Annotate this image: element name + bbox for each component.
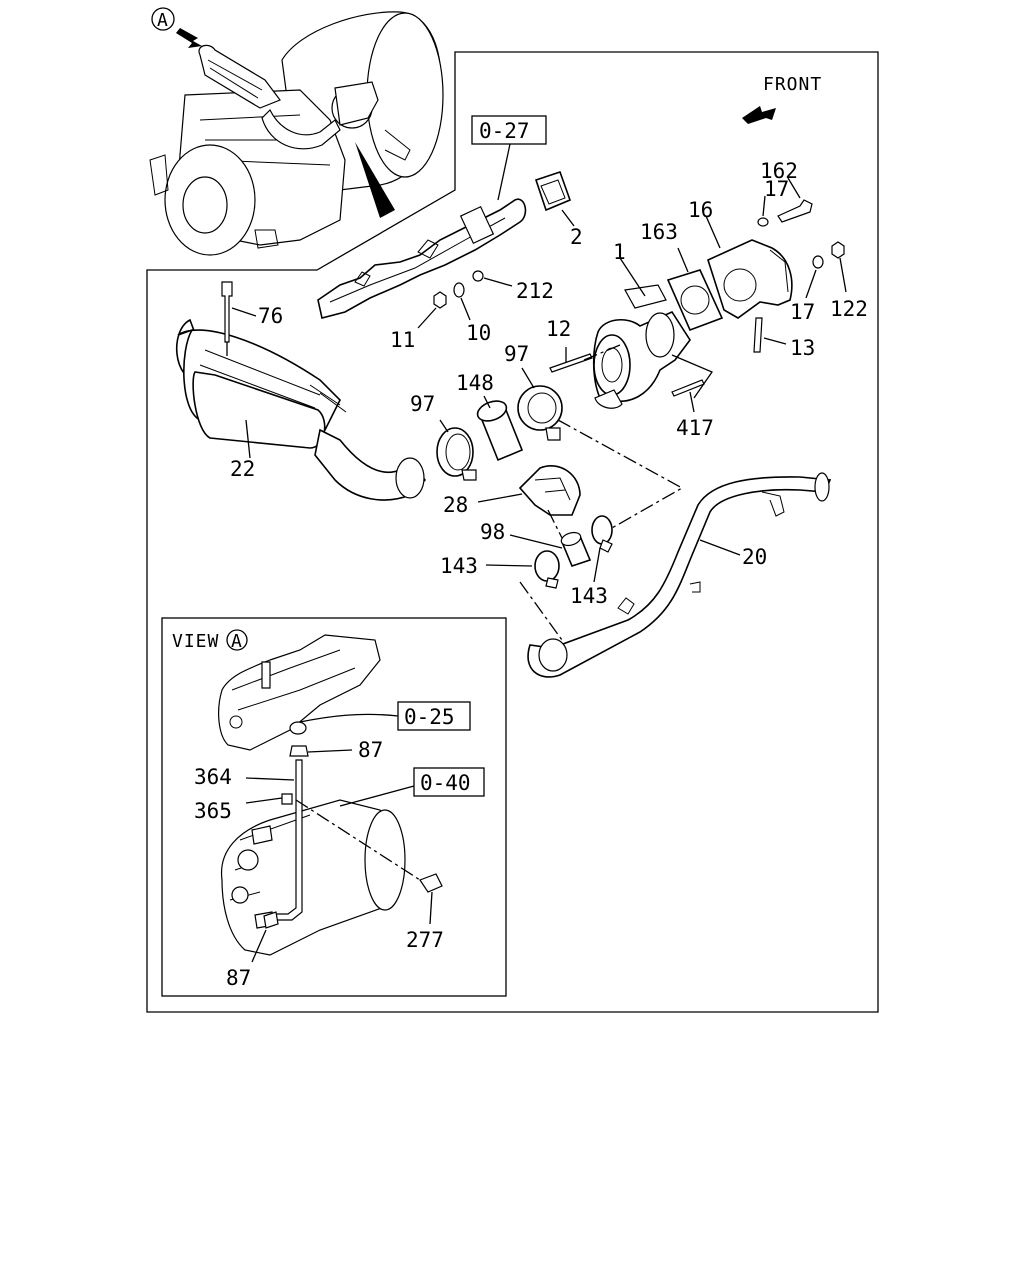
ref-box-0-27-label: 0-27 xyxy=(479,119,530,143)
gasket-2 xyxy=(534,170,572,212)
washer-17-upper xyxy=(757,217,769,227)
turbocharger-1 xyxy=(592,284,691,409)
muffler-22 xyxy=(175,318,427,501)
part-16: 16 xyxy=(688,198,713,222)
ref-box-0-25-label: 0-25 xyxy=(404,705,455,729)
ref-box-0-40-label: 0-40 xyxy=(420,771,471,795)
sleeve-148 xyxy=(476,400,524,462)
nut-11 xyxy=(433,291,447,309)
bolt-76 xyxy=(221,281,233,343)
heat-shield-28 xyxy=(518,465,581,516)
stud-417 xyxy=(671,379,705,397)
banjo-87-lower xyxy=(263,911,279,929)
engine-overview: A xyxy=(149,7,444,256)
ref-box-0-40 xyxy=(413,767,485,797)
gasket-163 xyxy=(666,269,724,332)
part-148: 148 xyxy=(456,371,494,395)
part-12: 12 xyxy=(546,317,571,341)
clip-365 xyxy=(281,793,293,805)
part-162: 162 xyxy=(760,159,798,183)
part-22: 22 xyxy=(230,457,255,481)
part-11: 11 xyxy=(390,328,415,352)
stud-13 xyxy=(753,317,763,353)
front-arrow xyxy=(742,106,776,124)
part-17-lower: 17 xyxy=(790,300,815,324)
clamp-143-left xyxy=(534,550,560,589)
part-417: 417 xyxy=(676,416,714,440)
bolt-162 xyxy=(777,199,813,223)
washer-212 xyxy=(472,270,484,282)
part-76: 76 xyxy=(258,304,283,328)
part-143-right: 143 xyxy=(570,584,608,608)
exhaust-elbow-16 xyxy=(707,239,793,319)
part-10: 10 xyxy=(466,321,491,345)
part-87-lower: 87 xyxy=(226,966,251,990)
washer-10 xyxy=(453,282,465,298)
clamp-97-left xyxy=(436,427,477,481)
part-17-upper: 17 xyxy=(764,177,789,201)
view-a-engine xyxy=(218,634,406,956)
view-title: VIEW xyxy=(172,631,219,652)
washer-17-lower xyxy=(812,255,824,269)
sleeve-98 xyxy=(560,531,592,567)
part-365: 365 xyxy=(194,799,232,823)
banjo-87-upper xyxy=(289,745,309,757)
part-13: 13 xyxy=(790,336,815,360)
part-98: 98 xyxy=(480,520,505,544)
part-163: 163 xyxy=(640,220,678,244)
part-212: 212 xyxy=(516,279,554,303)
part-87-upper: 87 xyxy=(358,738,383,762)
part-28: 28 xyxy=(443,493,468,517)
part-364: 364 xyxy=(194,765,232,789)
part-277: 277 xyxy=(406,928,444,952)
part-1: 1 xyxy=(613,240,626,264)
bolt-277 xyxy=(419,873,443,893)
stud-12 xyxy=(549,353,593,373)
exhaust-pipe-20 xyxy=(527,472,832,678)
nut-122 xyxy=(831,241,845,259)
view-marker-letter: A xyxy=(157,10,169,31)
front-label: FRONT xyxy=(763,74,822,95)
part-97-right: 97 xyxy=(504,342,529,366)
main-frame xyxy=(146,51,879,1013)
part-122: 122 xyxy=(830,297,868,321)
ref-box-0-25 xyxy=(397,701,471,731)
part-20: 20 xyxy=(742,545,767,569)
part-2: 2 xyxy=(570,225,583,249)
part-97-left: 97 xyxy=(410,392,435,416)
exhaust-manifold xyxy=(317,198,527,319)
clamp-143-right xyxy=(591,515,613,553)
clamp-97-right xyxy=(517,385,563,441)
view-a-inset xyxy=(161,617,507,997)
part-143-left: 143 xyxy=(440,554,478,578)
view-title-letter: A xyxy=(231,631,243,652)
ref-box-0-27 xyxy=(471,115,547,145)
